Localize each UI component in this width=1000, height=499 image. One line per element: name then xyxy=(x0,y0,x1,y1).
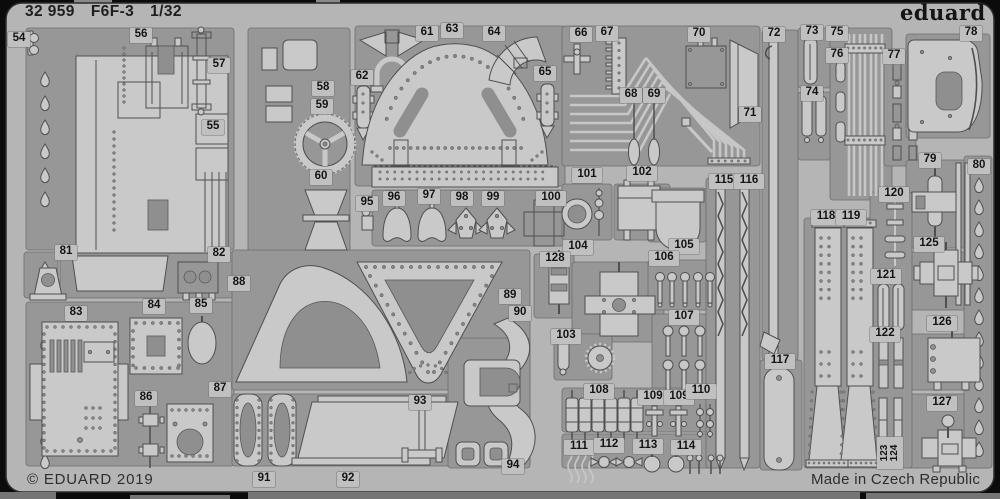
scale-text: 1/32 xyxy=(150,3,182,20)
header-title: 32 959 F6F-3 1/32 xyxy=(25,3,182,21)
made-in-text: Made in Czech Republic xyxy=(811,471,981,488)
eduard-logo: eduard xyxy=(900,0,986,25)
copyright-text: © EDUARD 2019 xyxy=(27,471,154,488)
catalog-number: 32 959 xyxy=(25,3,75,20)
subject-name: F6F-3 xyxy=(90,3,135,20)
fret-parts xyxy=(27,26,984,484)
